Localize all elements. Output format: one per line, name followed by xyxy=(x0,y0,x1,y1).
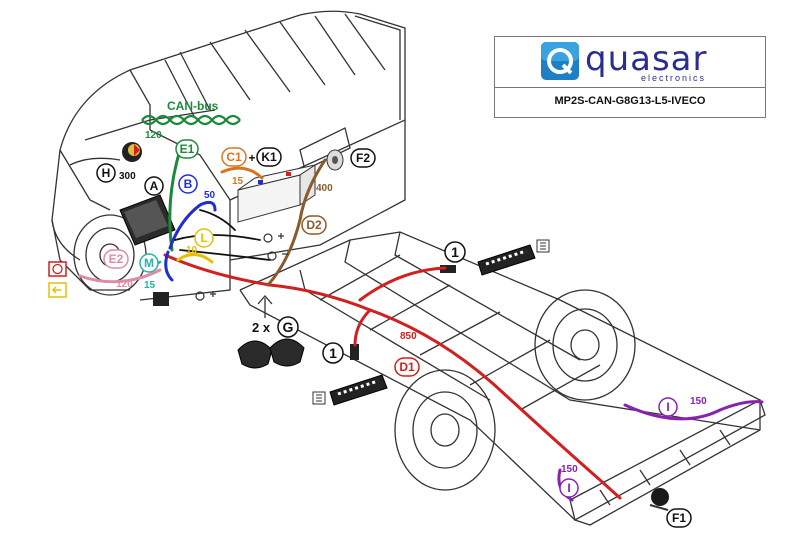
quasar-logo-icon xyxy=(541,42,579,80)
wire-blue-m xyxy=(164,250,174,282)
canbus-twisted-pair xyxy=(141,114,241,126)
label-i-right: I xyxy=(666,400,669,414)
label-d2: D2 xyxy=(306,218,322,232)
canbus-label: CAN-bus xyxy=(167,99,219,113)
tow-ball xyxy=(649,488,669,511)
length-i-left: 150 xyxy=(561,464,578,475)
label-f1: F1 xyxy=(672,511,686,525)
label-m: M xyxy=(144,256,154,270)
wire-purple-i-right xyxy=(623,400,764,421)
label-i-left: I xyxy=(567,481,570,495)
label-b: B xyxy=(184,177,193,191)
brand-name: quasar xyxy=(585,39,708,79)
connector-top xyxy=(440,265,456,273)
wire-red-d1 xyxy=(163,253,622,500)
wire-brown-d2 xyxy=(266,158,327,287)
chassis-frame xyxy=(239,231,766,526)
battery xyxy=(237,164,316,223)
label-d1: D1 xyxy=(399,360,415,374)
length-h: 300 xyxy=(119,171,136,182)
work-light-icon-top xyxy=(536,239,550,253)
label-k1: K1 xyxy=(261,150,277,164)
wire-orange-c1 xyxy=(220,166,264,180)
label-e1: E1 xyxy=(180,142,195,156)
brand-box: quasar electronics MP2S-CAN-G8G13-L5-IVE… xyxy=(494,36,766,118)
length-canbus: 120 xyxy=(145,130,162,141)
stop-light-icon xyxy=(48,261,67,277)
label-l: L xyxy=(200,231,207,245)
ground-symbols xyxy=(195,233,288,301)
product-code: MP2S-CAN-G8G13-L5-IVECO xyxy=(554,95,706,107)
brand-subtitle: electronics xyxy=(641,73,707,83)
light-bar-top xyxy=(477,244,536,276)
length-c1: 15 xyxy=(232,176,244,187)
label-one-bottom: 1 xyxy=(329,345,337,361)
connector-bottom xyxy=(350,344,359,360)
light-bar-bottom xyxy=(329,374,388,406)
wire-blue-b xyxy=(168,200,217,250)
wire-black xyxy=(174,209,271,261)
length-f2: 400 xyxy=(316,183,333,194)
label-one-top: 1 xyxy=(451,244,459,260)
wire-pink-e2 xyxy=(78,268,162,284)
beacon-h xyxy=(122,142,142,162)
label-e2: E2 xyxy=(109,252,124,266)
rear-wheels xyxy=(394,289,636,491)
length-d1: 850 xyxy=(400,331,417,342)
wire-green-e1 xyxy=(168,148,182,252)
grommet-qty: 2 x xyxy=(252,320,271,335)
length-i-right: 150 xyxy=(690,396,707,407)
label-c1: C1 xyxy=(226,150,242,164)
cap-f2 xyxy=(326,149,344,171)
controller-module xyxy=(119,194,176,246)
turn-signal-icon xyxy=(48,282,67,298)
vehicle-cab xyxy=(51,10,406,301)
wire-yellow-l xyxy=(176,253,214,264)
relay xyxy=(153,292,169,306)
label-plus: + xyxy=(248,151,255,165)
grommets xyxy=(237,338,305,369)
length-l: 10 xyxy=(186,245,198,256)
length-m: 15 xyxy=(144,280,156,291)
wire-red-branch-bottom xyxy=(353,308,372,347)
label-h: H xyxy=(102,166,111,180)
label-g: G xyxy=(283,319,294,335)
length-b: 50 xyxy=(204,190,216,201)
length-e2: 120 xyxy=(116,279,133,290)
label-f2: F2 xyxy=(356,151,370,165)
work-light-icon-bottom xyxy=(312,391,326,405)
brand-header: quasar electronics xyxy=(495,37,765,88)
label-a: A xyxy=(150,179,159,193)
arrow-up-g xyxy=(257,295,273,318)
wire-red-branch-top xyxy=(358,266,447,302)
